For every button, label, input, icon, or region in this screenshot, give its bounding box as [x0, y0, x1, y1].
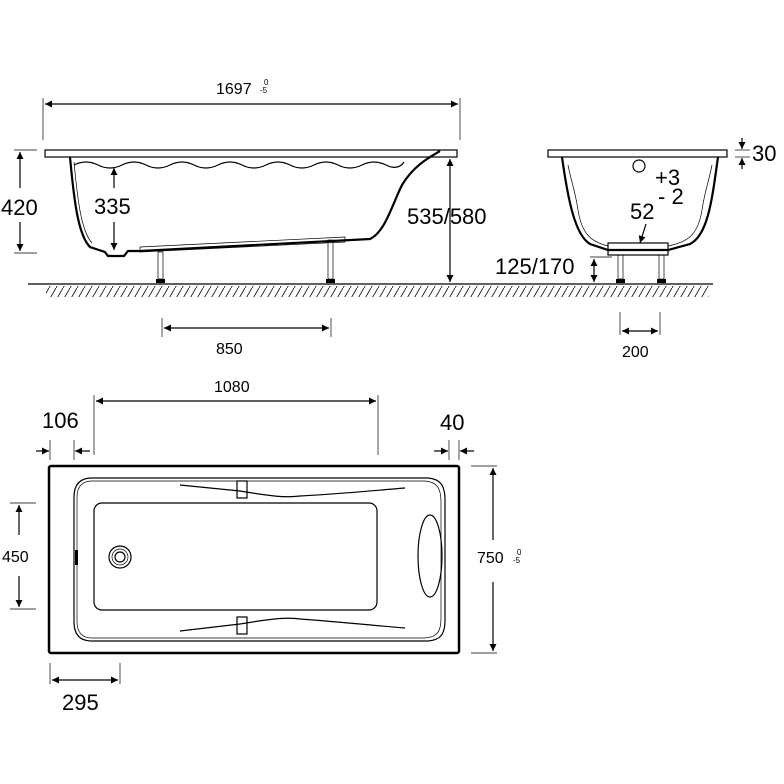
width-label: 750 [477, 550, 504, 567]
drain-tol-upper: +3 [655, 165, 680, 190]
drain [108, 545, 132, 569]
tub-leg [616, 254, 625, 283]
end-view: +3 - 2 52 30 125/170 200 [495, 138, 776, 361]
overflow [75, 550, 78, 565]
drain-size-label: 52 [630, 199, 654, 224]
water-line [73, 161, 405, 169]
end-leg-spacing-label: 200 [622, 344, 649, 361]
length-tol-lower: -5 [260, 86, 268, 95]
offset-right-label: 40 [440, 410, 464, 435]
tub-rim [547, 149, 728, 158]
tub-outline [47, 464, 461, 655]
support-frame [139, 236, 346, 253]
tub-section [560, 156, 720, 252]
width-tol-upper: 0 [517, 548, 522, 557]
depth-label: 335 [94, 194, 131, 219]
handle [236, 480, 248, 499]
side-view: 1697 0 -5 420 335 535/580 [1, 78, 487, 358]
armrest-contour [179, 617, 406, 632]
tub-inner-line [567, 164, 713, 247]
drain-offset-label: 295 [62, 690, 99, 715]
armrest-contour [179, 484, 406, 498]
tub-leg [156, 251, 165, 283]
tub-rim [44, 149, 458, 158]
total-height-label: 535/580 [407, 204, 487, 229]
tub-inner-line [73, 161, 93, 244]
floor [28, 283, 713, 297]
tub-inner-rim-line [76, 480, 442, 639]
leg-spacing-label: 850 [216, 341, 243, 358]
width-tol-lower: -5 [513, 556, 521, 565]
tub-inner-rim [73, 477, 446, 642]
bottom-width-label: 450 [2, 549, 29, 566]
height-label: 420 [1, 195, 38, 220]
tub-profile [68, 150, 441, 258]
inner-length-label: 1080 [214, 379, 250, 396]
tub-bottom [93, 502, 378, 611]
length-label: 1697 [216, 81, 252, 98]
handle [236, 616, 248, 635]
offset-left-label: 106 [42, 408, 79, 433]
rim-thickness-label: 30 [752, 141, 776, 166]
tub-leg [326, 239, 335, 283]
support-frame [607, 242, 669, 256]
headrest [417, 514, 443, 598]
tub-leg [657, 254, 666, 283]
top-view: 1080 106 40 [2, 379, 522, 715]
length-tol-upper: 0 [264, 78, 269, 87]
leg-height-label: 125/170 [495, 254, 575, 279]
overflow-hole [632, 159, 646, 173]
drain-leader [638, 223, 647, 244]
drain-tol-lower: - 2 [658, 184, 684, 209]
